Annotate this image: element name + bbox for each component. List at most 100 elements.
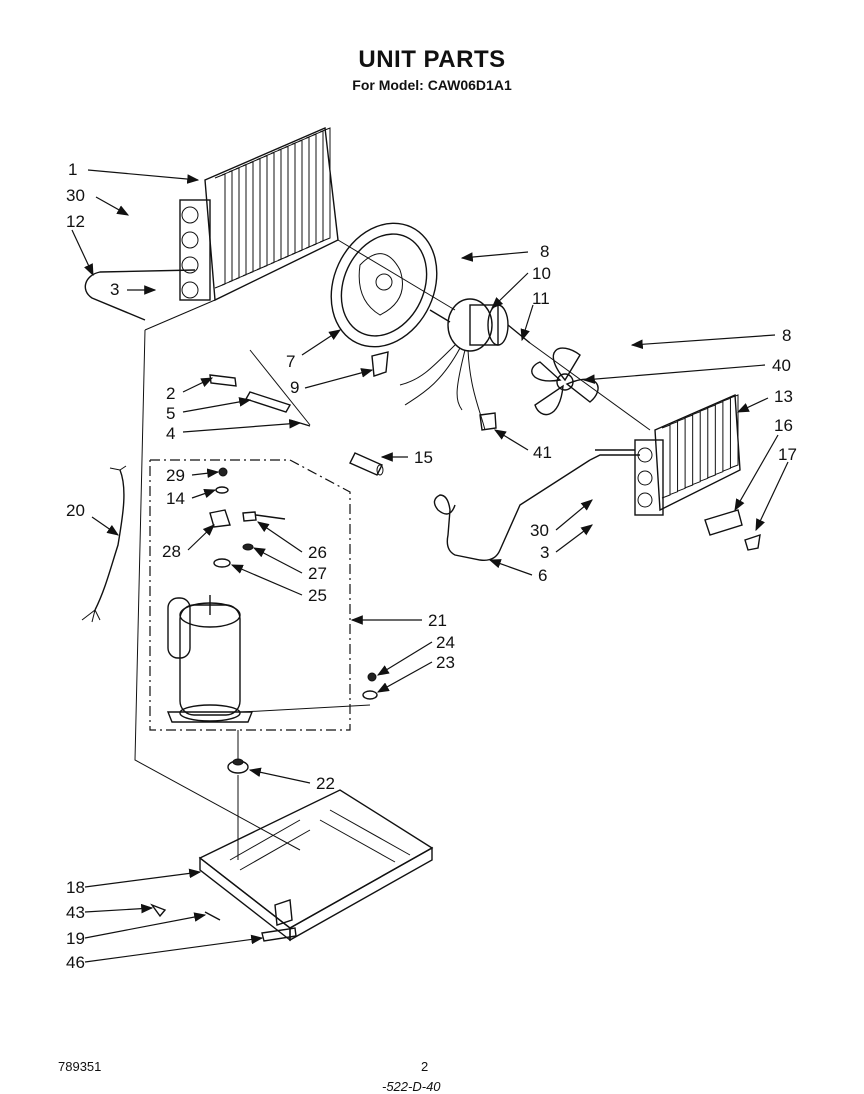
mounting-bracket	[371, 351, 389, 377]
callout-30: 30	[66, 186, 85, 205]
coil-fin	[676, 417, 686, 492]
callout-3: 3	[110, 280, 119, 299]
coil-fin	[228, 167, 240, 283]
washer-14	[215, 486, 229, 494]
coil-fin	[305, 133, 317, 249]
page-title: UNIT PARTS	[358, 46, 506, 73]
callout-9: 9	[290, 378, 299, 397]
callout-5: 5	[166, 404, 175, 423]
capillary-tube	[84, 269, 196, 321]
page-number: 2	[421, 1059, 429, 1074]
callout-20: 20	[66, 501, 85, 520]
connector-2	[209, 374, 237, 387]
callout-43: 43	[66, 903, 85, 922]
callout-8-top: 8	[540, 242, 549, 261]
callout-21: 21	[428, 611, 447, 630]
mount-22	[227, 758, 249, 774]
suction-line	[589, 449, 640, 461]
callout-25: 25	[308, 586, 327, 605]
callout-18: 18	[66, 878, 85, 897]
callout-19: 19	[66, 929, 85, 948]
coil-fin	[699, 407, 709, 482]
callout-14: 14	[166, 489, 185, 508]
coil-fin	[692, 410, 701, 486]
fan-blade	[531, 347, 599, 416]
callout-40: 40	[772, 356, 791, 375]
refrigerant-tubing	[433, 459, 591, 561]
callout-27: 27	[308, 564, 327, 583]
coil-fin	[270, 148, 282, 264]
terminal-cover-28	[209, 509, 231, 528]
condenser-coil	[179, 126, 339, 302]
document-code: 789351	[58, 1059, 102, 1074]
callout-23: 23	[436, 653, 455, 672]
callout-leaders	[71, 169, 789, 963]
callout-46: 46	[66, 953, 85, 972]
coil-fin	[729, 394, 739, 469]
wire-harness	[94, 469, 125, 611]
callout-10: 10	[532, 264, 551, 283]
fan-shroud	[330, 222, 438, 348]
coil-fin	[669, 420, 679, 496]
callout-16: 16	[774, 416, 793, 435]
filter-clip	[704, 509, 743, 536]
callout-29: 29	[166, 466, 185, 485]
callout-7: 7	[286, 352, 295, 371]
base-pan	[198, 789, 434, 942]
screw-43	[150, 903, 167, 918]
callout-1: 1	[68, 160, 77, 179]
coil-fin	[707, 404, 716, 479]
callout-8-right: 8	[782, 326, 791, 345]
motor-clip	[479, 412, 497, 431]
callout-17: 17	[778, 445, 797, 464]
coil-fin	[312, 130, 324, 246]
heater-rod-5	[244, 391, 292, 413]
callout-2: 2	[166, 384, 175, 403]
callout-28: 28	[162, 542, 181, 561]
overload-26	[242, 511, 286, 522]
washer-27	[242, 543, 254, 551]
retainer-clip	[744, 533, 761, 551]
coil-fin	[291, 139, 303, 255]
coil-fin	[242, 160, 254, 277]
coil-fin	[256, 154, 268, 271]
model-subtitle: For Model: CAW06D1A1	[352, 77, 512, 93]
callout-26: 26	[308, 543, 327, 562]
coil-fin	[722, 397, 731, 472]
washer-23	[362, 690, 378, 700]
fan-motor	[399, 298, 531, 431]
callout-30-right: 30	[530, 521, 549, 540]
nut-29	[218, 467, 228, 477]
coil-fin	[661, 424, 671, 499]
callout-13: 13	[774, 387, 793, 406]
coil-fin	[249, 157, 261, 274]
callout-22: 22	[316, 774, 335, 793]
callout-3-right: 3	[540, 543, 549, 562]
coil-fin	[714, 400, 724, 476]
sleeve-tube	[349, 452, 384, 476]
callout-numbers: 1 30 12 3 2 5 4 7 9 8 10 11 8 40 13 16 1…	[66, 160, 797, 972]
coil-fin	[284, 142, 296, 258]
callout-15: 15	[414, 448, 433, 467]
coil-fin	[214, 173, 226, 289]
grommet-25	[213, 558, 231, 568]
callout-24: 24	[436, 633, 455, 652]
coil-fin	[298, 136, 310, 252]
callout-4: 4	[166, 424, 175, 443]
compressor-assembly-outline	[149, 459, 351, 731]
coil-fin	[235, 164, 247, 280]
callout-12: 12	[66, 212, 85, 231]
callout-11: 11	[532, 289, 550, 308]
nut-24	[367, 672, 377, 682]
coil-fin	[263, 151, 275, 267]
coil-fin	[319, 127, 331, 243]
guide-line-left	[134, 329, 301, 851]
clip-19	[204, 911, 221, 921]
evaporator-coil	[634, 393, 741, 516]
coil-fin	[277, 145, 289, 261]
compressor	[166, 595, 254, 723]
callout-6: 6	[538, 566, 547, 585]
coil-fin	[684, 414, 694, 489]
